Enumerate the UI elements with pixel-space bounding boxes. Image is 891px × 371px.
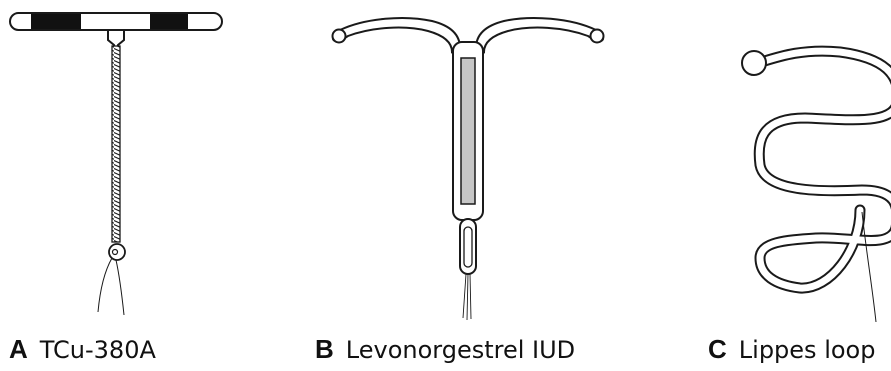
caption-c: C Lippes loop — [708, 334, 875, 366]
panel-name: TCu-380A — [40, 336, 156, 364]
tcu-stem-junction — [108, 29, 124, 46]
lng-arms — [333, 18, 460, 52]
levonorgestrel-iud-device — [333, 18, 604, 320]
iud-diagram — [0, 0, 891, 330]
caption-b: B Levonorgestrel IUD — [315, 334, 575, 366]
panel-name: Lippes loop — [739, 336, 876, 364]
tcu-threads — [98, 258, 124, 315]
tcu-coiled-stem — [112, 46, 120, 242]
lippes-loop-device — [742, 51, 891, 322]
caption-a: A TCu-380A — [9, 334, 156, 366]
lippes-loop-body — [755, 51, 891, 288]
lippes-loop-thread — [862, 212, 876, 322]
panel-letter: B — [315, 334, 334, 365]
lng-arm-tip-right — [591, 30, 604, 43]
lng-threads — [463, 274, 471, 320]
tcu-copper-band-left — [31, 14, 81, 29]
lippes-loop-bulb — [742, 51, 766, 75]
panel-name: Levonorgestrel IUD — [346, 336, 575, 364]
lng-hormone-reservoir — [461, 58, 475, 204]
tcu-copper-band-right — [150, 14, 188, 29]
tcu-380a-device — [10, 13, 222, 315]
panel-letter: A — [9, 334, 28, 365]
panel-letter: C — [708, 334, 727, 365]
lng-arm-tip-left — [333, 30, 346, 43]
